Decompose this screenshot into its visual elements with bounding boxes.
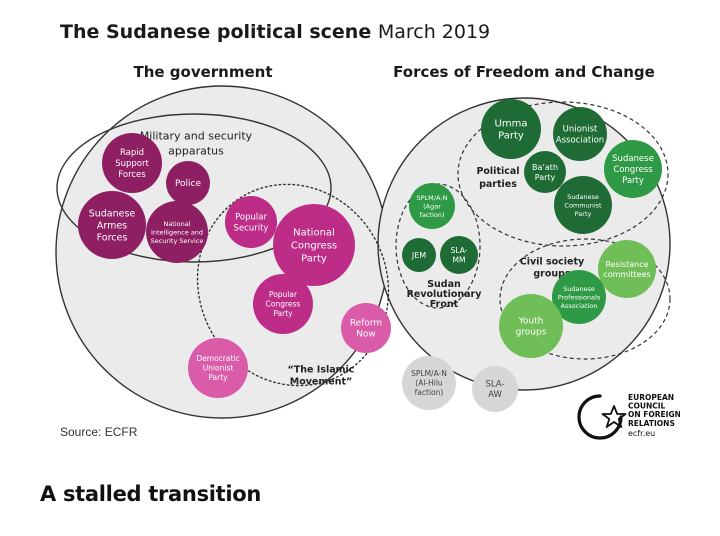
military-apparatus-ellipse	[56, 113, 332, 263]
section-heading: A stalled transition	[40, 482, 262, 506]
youth-bubble	[499, 294, 563, 358]
police-label: Police	[175, 179, 202, 189]
dup-bubble	[188, 338, 248, 398]
resistance-bubble	[598, 240, 656, 298]
ecfr-logo-arc	[577, 394, 623, 440]
rsf-bubble	[102, 133, 162, 193]
political-scene-diagram: The Sudanese political scene March 2019T…	[55, 21, 680, 440]
source-note: Source: ECFR	[60, 425, 138, 439]
sla-aw-bubble	[472, 366, 518, 412]
jem-label: JEM	[411, 251, 426, 260]
pcp-bubble	[253, 274, 313, 334]
ecfr-logo-text: EUROPEAN	[628, 393, 674, 402]
saf-bubble	[78, 191, 146, 259]
professionals-bubble	[552, 270, 606, 324]
civil-society-ellipse	[499, 238, 671, 360]
political-parties-ellipse	[457, 101, 669, 247]
sla-mm-bubble	[440, 236, 478, 274]
splm-agar-bubble	[409, 183, 455, 229]
government-header: The government	[133, 63, 272, 81]
sla-aw-label: SLA-AW	[485, 380, 504, 401]
ffc-header: Forces of Freedom and Change	[393, 63, 655, 81]
ecfr-logo-text: COUNCIL	[628, 402, 666, 411]
star-icon	[601, 405, 627, 428]
reform-now-bubble	[341, 303, 391, 353]
ecfr-logo-url: ecfr.eu	[628, 429, 655, 438]
splm-hilu-bubble	[402, 356, 456, 410]
baath-bubble	[524, 151, 566, 193]
jem-bubble	[402, 238, 436, 272]
sla-mm-label: SLA-MM	[451, 246, 468, 265]
islamic-movement-ellipse	[196, 183, 390, 387]
ncp-bubble	[273, 204, 355, 286]
unionist-bubble	[553, 107, 607, 161]
sudanese-congress-bubble	[604, 140, 662, 198]
popular-security-bubble	[225, 196, 277, 248]
umma-bubble	[481, 99, 541, 159]
communist-bubble	[554, 176, 612, 234]
ecfr-logo-text: ON FOREIGN	[628, 410, 680, 419]
police-bubble	[166, 161, 210, 205]
niss-bubble	[146, 201, 208, 263]
ecfr-logo-text: RELATIONS	[628, 419, 675, 428]
diagram-title: The Sudanese political scene March 2019	[60, 21, 490, 43]
